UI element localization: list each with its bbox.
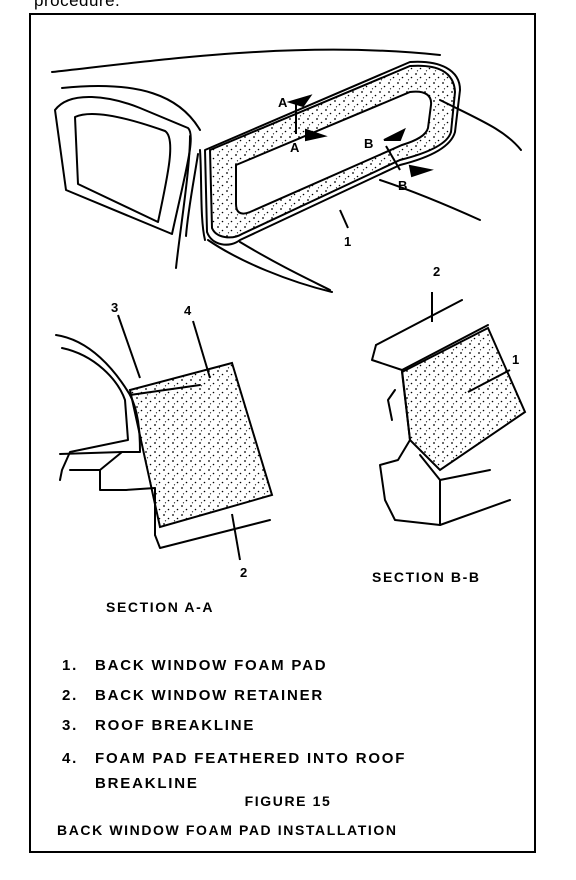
callout-2-section-b: 2 [433,264,442,279]
legend-item-text: FOAM PAD FEATHERED INTO ROOF [95,750,407,767]
legend-item-number: 2. [62,687,79,704]
legend-item: 4. FOAM PAD FEATHERED INTO ROOF BREAKLINE [62,745,407,792]
preceding-text-fragment: procedure. [34,0,121,10]
foam-pad-section-b [400,326,527,472]
legend-item-text: ROOF BREAKLINE [95,717,256,734]
section-a-leaders [117,314,241,561]
section-b-marker-left: B [364,136,375,151]
car-body-drawing [51,48,522,293]
foam-pad-section-a [128,361,274,529]
legend-item-text: BACK WINDOW FOAM PAD [95,657,328,674]
section-a-marker-top: A [278,95,289,110]
section-b-leaders [431,292,511,393]
section-b-label: SECTION B-B [372,569,481,585]
legend-item-number: 1. [62,657,79,674]
legend-item: 1. BACK WINDOW FOAM PAD [62,655,406,685]
figure-number: FIGURE 15 [244,793,332,809]
legend-item-text-continued: BREAKLINE [95,775,199,792]
section-a-label: SECTION A-A [106,599,215,615]
section-b-marker-bottom: B [398,178,409,193]
legend-item-number: 3. [62,717,79,734]
figure-caption: BACK WINDOW FOAM PAD INSTALLATION [57,822,398,838]
legend-item-text: BACK WINDOW RETAINER [95,687,325,704]
parts-legend: 1. BACK WINDOW FOAM PAD 2. BACK WINDOW RET… [62,655,407,792]
legend-item: 3. ROOF BREAKLINE [62,715,406,745]
callout-3-section-a: 3 [111,300,120,315]
foam-pad-main [208,64,457,239]
figure-frame [29,13,536,853]
legend-item: 2. BACK WINDOW RETAINER [62,685,406,715]
section-a-marker-bottom: A [290,140,301,155]
legend-item-number: 4. [62,750,79,767]
section-arrows [286,94,434,229]
callout-1-main: 1 [344,234,353,249]
callout-4-section-a: 4 [184,303,193,318]
callout-1-section-b: 1 [512,352,521,367]
section-b-drawing [371,299,511,526]
callout-2-section-a: 2 [240,565,249,580]
